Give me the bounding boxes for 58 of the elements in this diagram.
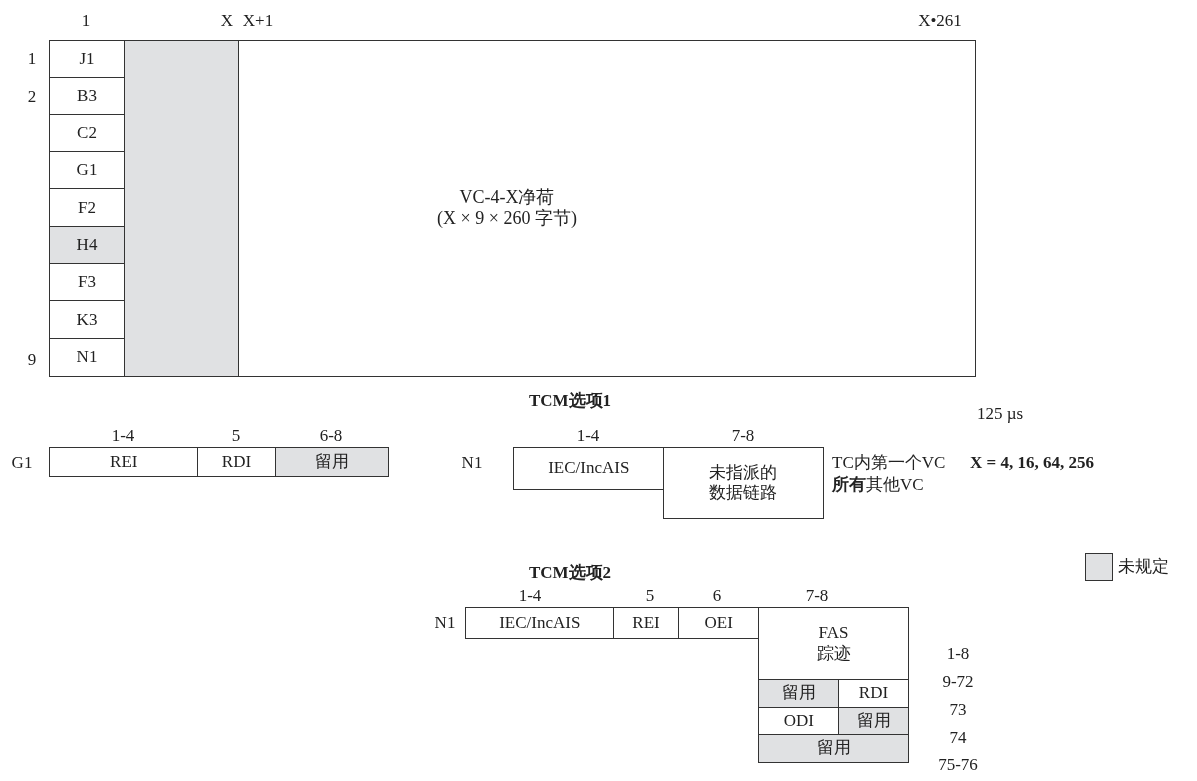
bit-field: ODI — [758, 707, 840, 736]
unspecified-column — [123, 40, 240, 377]
note: 125 µs — [976, 405, 1024, 422]
overhead-cell: F3 — [49, 263, 125, 302]
bit-field: REI — [49, 447, 199, 477]
column-number: 1 — [81, 12, 91, 29]
row-number: 1 — [27, 50, 37, 67]
row-number: 9 — [27, 351, 37, 368]
overhead-cell: H4 — [49, 226, 125, 265]
byte-range: 75-76 — [938, 756, 978, 773]
bit-field: 留用 — [275, 447, 389, 477]
bit-field: RDI — [196, 447, 277, 477]
note: X = 4, 16, 64, 256 — [970, 454, 1094, 471]
bit-field: RDI — [838, 678, 909, 709]
cell-text: VC-4-X净荷 — [459, 186, 555, 209]
bit-field: OEI — [678, 607, 760, 639]
bit-number: 1-4 — [518, 587, 542, 604]
column-number: X — [220, 12, 234, 29]
overhead-cell: J1 — [49, 40, 125, 79]
bit-field: 留用 — [758, 733, 909, 763]
bit-field: IEC/IncAIS — [513, 447, 665, 490]
bit-field: 留用 — [758, 678, 840, 709]
bit-field: REI — [612, 607, 680, 639]
column-number: X•261 — [918, 12, 962, 29]
byte-range: 1-8 — [946, 645, 970, 662]
row-label: G1 — [11, 454, 33, 471]
column-number: X+1 — [242, 12, 274, 29]
bit-number: 5 — [645, 587, 655, 604]
row-label: N1 — [434, 614, 456, 631]
bit-field: 未指派的数据链路 — [662, 447, 824, 519]
bit-field: 留用 — [838, 707, 909, 736]
byte-range: 9-72 — [942, 673, 974, 690]
heading: TCM选项2 — [528, 564, 612, 581]
heading: TCM选项1 — [528, 392, 612, 409]
bit-field — [758, 607, 909, 681]
overhead-cell: G1 — [49, 151, 125, 190]
overhead-cell: F2 — [49, 188, 125, 228]
row-number: 2 — [27, 88, 37, 105]
byte-range: 74 — [949, 729, 967, 746]
payload-area — [238, 40, 976, 377]
bit-number: 5 — [231, 427, 241, 444]
overhead-cell: C2 — [49, 114, 125, 153]
cell-text: 踪迹 — [816, 643, 851, 665]
overhead-cell: B3 — [49, 77, 125, 116]
bit-number: 7-8 — [805, 587, 829, 604]
bit-number: 7-8 — [731, 427, 755, 444]
bit-number: 1-4 — [111, 427, 135, 444]
cell-text: (X × 9 × 260 字节) — [437, 208, 577, 230]
byte-range: 73 — [949, 701, 967, 718]
bit-field: IEC/IncAIS — [465, 607, 615, 639]
bit-number: 1-4 — [576, 427, 600, 444]
legend-text: 未规定 — [1118, 558, 1169, 575]
overhead-cell: K3 — [49, 300, 125, 340]
row-label: N1 — [461, 454, 483, 471]
cell-text: FAS — [818, 623, 849, 644]
bit-number: 6 — [712, 587, 722, 604]
bit-number: 6-8 — [319, 427, 343, 444]
overhead-cell: N1 — [49, 338, 125, 377]
